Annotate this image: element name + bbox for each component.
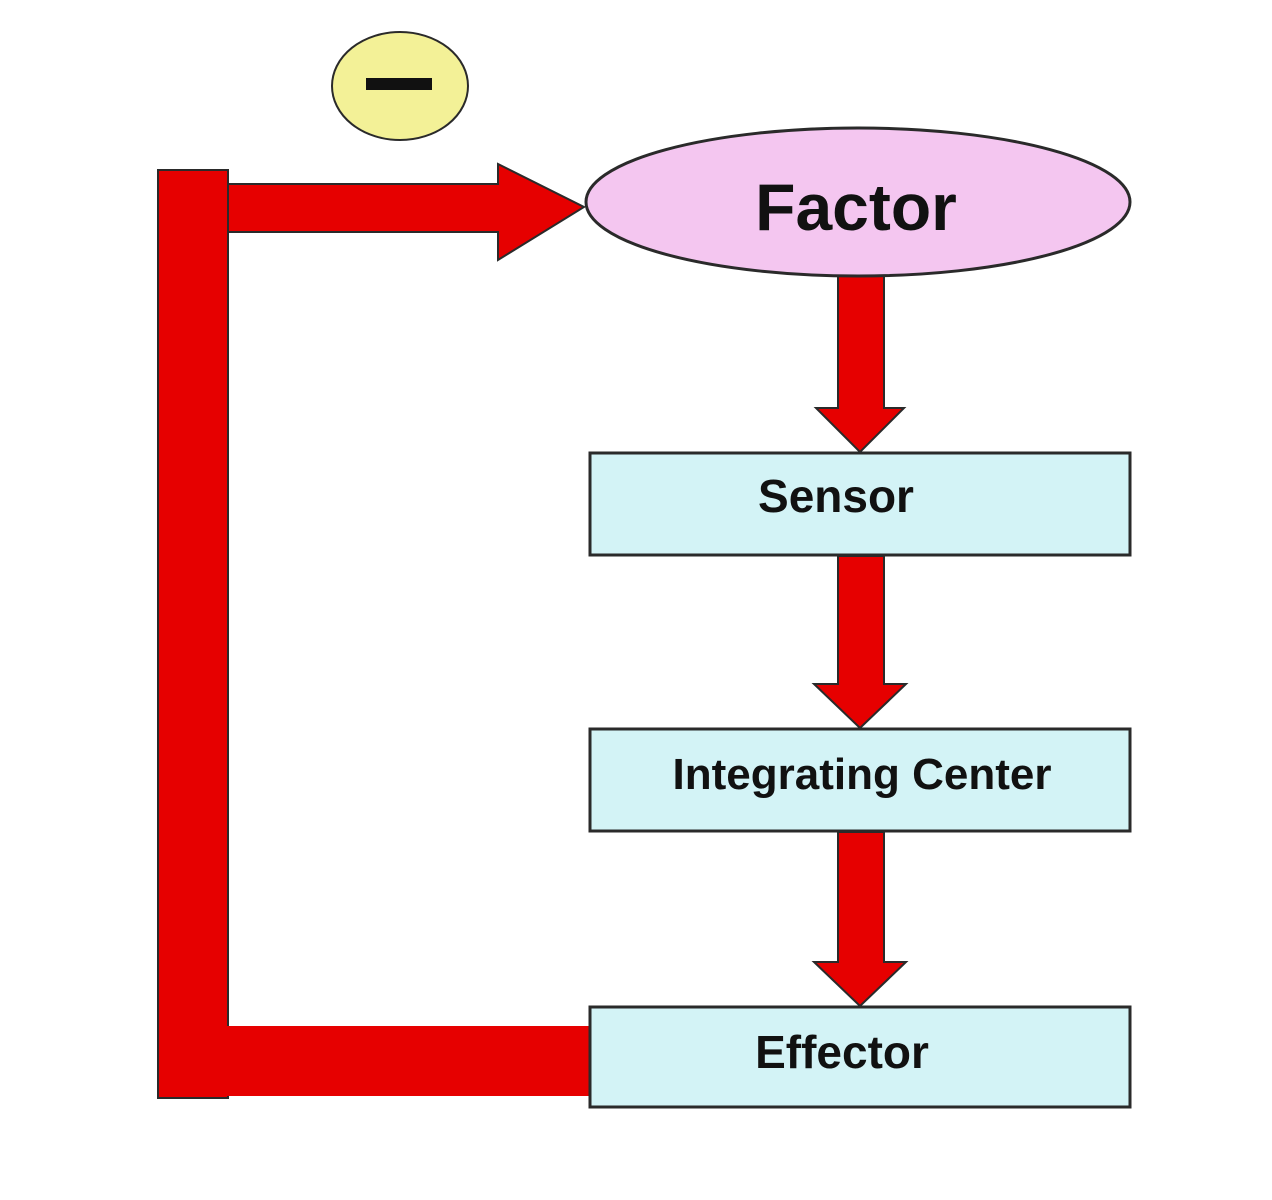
feedback-arrow-to-factor (227, 162, 587, 262)
node-effector: Effector (588, 1005, 1132, 1109)
sensor-box (588, 451, 1132, 557)
node-factor: Factor (584, 126, 1132, 278)
effector-box (588, 1005, 1132, 1109)
factor-ellipse (584, 126, 1132, 278)
feedback-connector-from-effector (226, 1026, 592, 1096)
arrow-sensor-to-integrating-center (811, 555, 909, 730)
minus-icon (366, 78, 432, 90)
effector-label: Effector (755, 1026, 929, 1078)
sensor-label: Sensor (758, 470, 914, 522)
integrating-center-box (588, 727, 1132, 833)
arrow-integrating-center-to-effector (811, 831, 909, 1008)
negative-sign-badge: − (331, 31, 469, 141)
arrow-factor-to-sensor (813, 271, 907, 454)
node-integrating-center: Integrating Center (588, 727, 1132, 833)
feedback-loop-vertical-bar (157, 169, 229, 1099)
factor-label: Factor (755, 170, 957, 244)
feedback-loop (157, 162, 592, 1099)
integrating-center-label: Integrating Center (673, 750, 1052, 799)
node-sensor: Sensor (588, 451, 1132, 557)
